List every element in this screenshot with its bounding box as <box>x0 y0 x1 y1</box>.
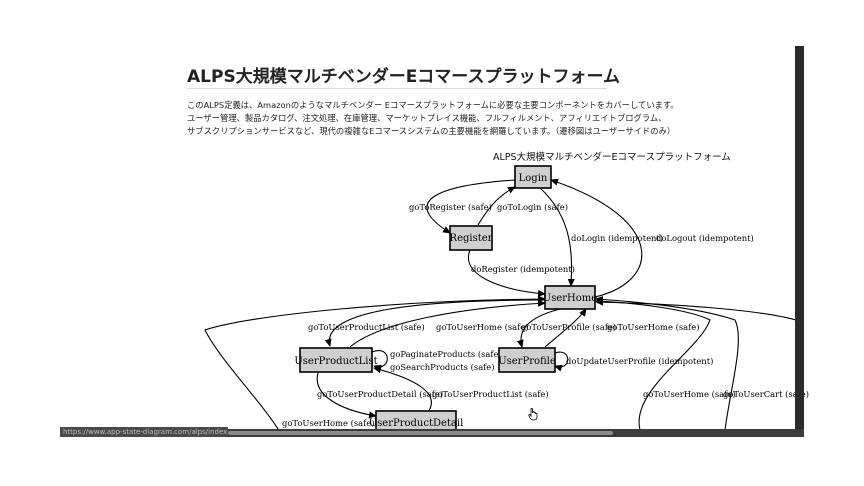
edge-label-goToUserHome-1: goToUserHome (safe) <box>436 322 528 332</box>
description-line-3: サブスクリプションサービスなど、現代の複雑なEコマースシステムの主要機能を網羅し… <box>187 126 676 136</box>
node-register-label: Register <box>450 233 493 244</box>
edge-label-goToRegister: goToRegister (safe) <box>409 202 492 212</box>
edge-doLogout[interactable] <box>550 178 643 299</box>
node-userprofile-label: UserProfile <box>498 356 556 367</box>
edge-label-goToUserHome-4: goToUserHome (safe) <box>643 389 735 399</box>
title-divider <box>187 88 607 89</box>
horizontal-scrollbar[interactable] <box>228 431 613 435</box>
window-frame-right <box>795 46 804 436</box>
edge-doLogin[interactable] <box>539 187 575 287</box>
edge-doUpdateUserProfile[interactable] <box>554 351 569 372</box>
edge-goToUserHome-2[interactable] <box>544 308 587 348</box>
page-title: ALPS大規模マルチベンダーEコマースプラットフォーム <box>187 67 620 87</box>
edge-goToUserProductList[interactable] <box>324 299 546 347</box>
description-line-1: このALPS定義は、Amazonのようなマルチベンダー Eコマースプラットフォー… <box>187 100 679 110</box>
node-login-label: Login <box>519 173 548 184</box>
edge-label-goSearchProducts: goSearchProducts (safe) <box>390 362 495 372</box>
edge-label-goToUserProductList-2: goToUserProductList (safe) <box>432 389 549 399</box>
edge-label-goToUserProfile: goToUserProfile (safe) <box>521 322 616 332</box>
edge-goToUserHome-3[interactable] <box>204 295 546 433</box>
node-userproductlist[interactable]: UserProductList <box>294 347 378 373</box>
node-userproductdetail-label: UserProductDetail <box>369 418 464 429</box>
node-userproductdetail[interactable]: UserProductDetail <box>369 410 464 435</box>
node-userprofile[interactable]: UserProfile <box>498 347 556 373</box>
node-register[interactable]: Register <box>449 225 493 251</box>
edge-label-doRegister: doRegister (idempotent) <box>471 264 575 274</box>
node-userhome-label: UserHome <box>543 293 597 304</box>
edge-goToUserCart[interactable] <box>595 295 739 431</box>
node-login[interactable]: Login <box>514 165 552 189</box>
edge-label-goToUserHome-3: goToUserHome (safe) <box>282 418 374 428</box>
edge-offscreen-right[interactable] <box>595 298 797 321</box>
edge-goToUserProductList-2[interactable] <box>373 366 432 413</box>
edge-label-doLogout: doLogout (idempotent) <box>656 233 754 243</box>
edge-label-goToUserCart: goToUserCart (safe) <box>723 389 809 399</box>
edge-goToLogin[interactable] <box>477 186 516 226</box>
hand-cursor-icon <box>528 407 538 421</box>
edge-label-doLogin: doLogin (idempotent) <box>571 233 663 243</box>
edge-goToUserProductDetail[interactable] <box>316 372 377 419</box>
edge-doRegister[interactable] <box>467 249 546 297</box>
edge-label-doUpdateUserProfile: doUpdateUserProfile (idempotent) <box>566 356 713 366</box>
edge-label-goToUserHome-2: goToUserHome (safe) <box>607 322 699 332</box>
edge-label-goToLogin: goToLogin (safe) <box>497 202 568 212</box>
edge-goToRegister[interactable] <box>426 179 516 234</box>
node-userproductlist-label: UserProductList <box>294 356 377 367</box>
diagram-title: ALPS大規模マルチベンダーEコマースプラットフォーム <box>493 152 731 163</box>
edge-goToUserProfile[interactable] <box>516 308 561 348</box>
description-line-2: ユーザー管理、製品カタログ、注文処理、在庫管理、マーケットプレイス機能、フルフィ… <box>187 113 667 123</box>
edge-label-goPaginateProducts: goPaginateProducts (safe) <box>390 349 502 359</box>
status-bar-url: https://www.app-state-diagram.com/alps/i… <box>60 427 228 437</box>
edge-goToUserHome-1[interactable] <box>349 299 546 348</box>
edge-goToUserHome-4[interactable] <box>595 297 711 431</box>
edge-label-goToUserProductList: goToUserProductList (safe) <box>308 322 425 332</box>
node-userhome[interactable]: UserHome <box>543 285 597 310</box>
edge-label-goToUserProductDetail: goToUserProductDetail (safe) <box>317 389 443 399</box>
